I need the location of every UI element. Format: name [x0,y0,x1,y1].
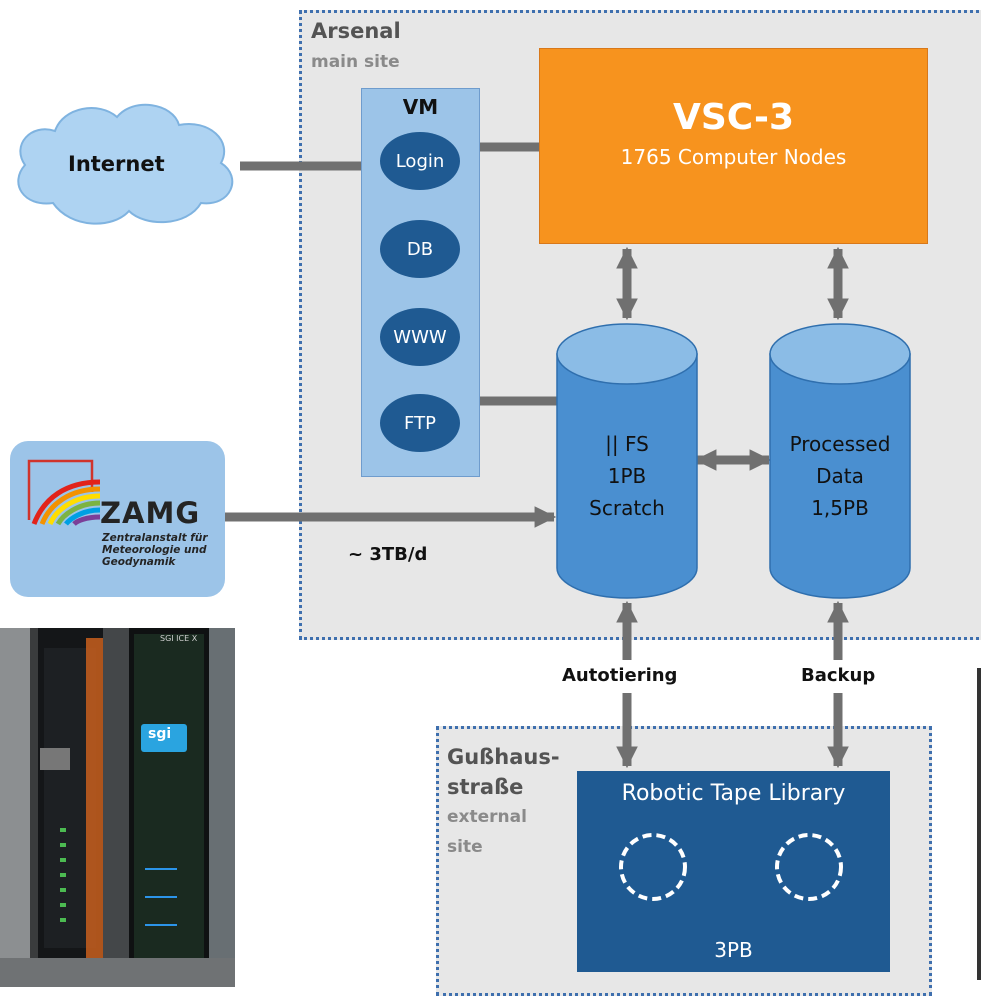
external-site-subtitle-line-1: external [447,807,527,827]
vm-db: DB [380,220,460,278]
zamg-name: ZAMG [100,496,201,530]
main-site-subtitle: main site [311,52,400,72]
backup-label: Backup [801,665,876,686]
processed-label-line-1: Processed [789,432,891,456]
external-site-title-line-2: straße [447,775,524,799]
zamg-subtitle-line-3: Geodynamik [102,556,176,568]
processed-data-cylinder [769,323,911,599]
vm-title: VM [402,95,439,119]
external-site-title-line-1: Gußhaus- [447,745,560,769]
scratch-label-line-2: 1PB [607,464,647,488]
tape-library-capacity: 3PB [714,938,753,962]
processed-data-label: Processed Data 1,5PB [769,428,911,524]
robotic-tape-library: Robotic Tape Library 3PB [577,771,890,972]
photo-sgi-logo: sgi [148,726,172,742]
external-site-subtitle: external site [447,802,527,862]
vsc3-subtitle: 1765 Computer Nodes [620,145,847,169]
autotiering-label: Autotiering [562,665,678,686]
vsc3-block: VSC-3 1765 Computer Nodes [539,48,928,244]
right-edge-divider [977,668,981,980]
tape-library-title: Robotic Tape Library [621,781,846,806]
tape-reel-icon [619,833,687,901]
internet-label: Internet [68,152,165,176]
external-site-subtitle-line-2: site [447,837,483,857]
zamg-subtitle-line-1: Zentralanstalt für [102,532,208,544]
cloud-icon [17,103,234,225]
scratch-label-line-3: Scratch [589,496,665,520]
vm-login: Login [380,132,460,190]
scratch-label: || FS 1PB Scratch [556,428,698,524]
zamg-rainbow-logo [27,459,101,526]
photo-model-label: SGI ICE X [160,634,198,643]
scratch-cylinder [556,323,698,599]
vm-ftp: FTP [380,394,460,452]
supercomputer-photo: sgi SGI ICE X [0,628,235,987]
zamg-subtitle: Zentralanstalt für Meteorologie und Geod… [102,532,208,568]
zamg-subtitle-line-2: Meteorologie und [102,544,207,556]
vm-www: WWW [380,308,460,366]
vsc3-title: VSC-3 [672,97,795,138]
scratch-label-line-1: || FS [605,432,649,456]
main-site-title: Arsenal [311,19,401,43]
external-site-title: Gußhaus- straße [447,742,560,802]
processed-label-line-2: Data [816,464,864,488]
processed-label-line-3: 1,5PB [811,496,869,520]
zamg-rate-label: ~ 3TB/d [348,544,428,565]
tape-reel-icon [775,833,843,901]
